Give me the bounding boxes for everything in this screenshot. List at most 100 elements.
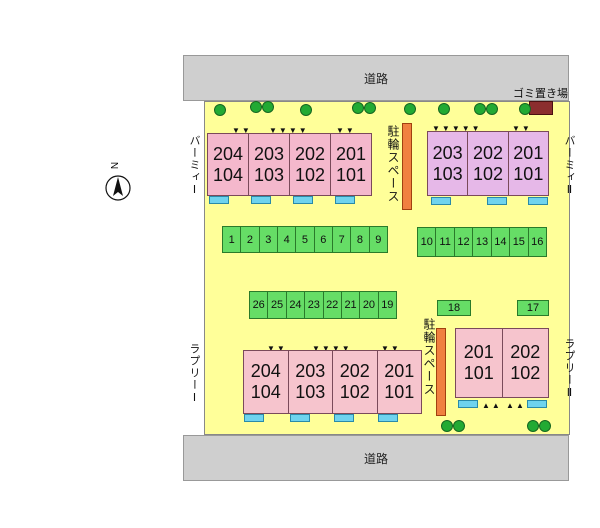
unit-lower: 104: [212, 164, 244, 185]
label-bamii-2: バーミィⅡ: [563, 135, 575, 197]
unit-upper: 204: [250, 361, 281, 381]
parking-space: 3: [259, 227, 278, 252]
ac-unit: [431, 197, 451, 205]
ac-unit: [378, 414, 398, 422]
road-bottom-label: 道路: [363, 451, 388, 466]
ac-unit: [244, 414, 264, 422]
tree: [352, 102, 364, 114]
unit-upper: 204: [212, 143, 244, 164]
unit-lower: 102: [472, 163, 504, 184]
parking-space: 13: [473, 228, 492, 256]
entrance-marks: ▼▼▼▼: [269, 126, 309, 135]
road-top: 道路: [183, 55, 569, 101]
tree: [300, 104, 312, 116]
unit-lower: 102: [339, 382, 370, 402]
parking-space: 9: [369, 227, 387, 252]
unit-lower: 103: [253, 164, 285, 185]
unit-lower: 103: [295, 382, 326, 402]
parking-space: 6: [314, 227, 333, 252]
parking-row-b: 10 11 12 13 14 15 16: [417, 227, 547, 257]
parking-space: 1: [223, 227, 242, 252]
parking-space: 15: [510, 228, 529, 256]
label-bamii-1: バーミィⅠ: [188, 135, 200, 197]
bike-label-top: 駐輪スペース: [386, 125, 400, 203]
parking-space: 23: [305, 292, 324, 318]
parking-space-17: 17: [517, 300, 549, 316]
compass-label: N: [110, 161, 122, 170]
tree: [539, 420, 551, 432]
unit-upper: 203: [432, 142, 463, 163]
unit-upper: 202: [510, 342, 541, 362]
entrance-marks: ▼▼: [381, 344, 401, 353]
tree: [364, 102, 376, 114]
tree: [527, 420, 539, 432]
parking-space: 26: [250, 292, 269, 318]
parking-row-a: 1 2 3 4 5 6 7 8 9: [222, 226, 388, 253]
tree: [441, 420, 453, 432]
ac-unit: [528, 197, 548, 205]
ac-unit: [527, 400, 547, 408]
ac-unit: [487, 197, 507, 205]
entrance-marks: ▼▼▼▼: [312, 344, 352, 353]
ac-unit: [335, 196, 355, 204]
trash-area: [529, 101, 553, 115]
bike-label-bottom: 駐輪スペース: [422, 318, 436, 396]
tree: [214, 104, 226, 116]
parking-space: 5: [296, 227, 315, 252]
road-bottom: 道路: [183, 435, 569, 481]
ac-unit: [293, 196, 313, 204]
unit-upper: 201: [513, 142, 544, 163]
north-arrow-icon: [105, 175, 131, 201]
parking-row-c: 26 25 24 23 22 21 20 19: [249, 291, 397, 319]
tree: [404, 103, 416, 115]
ac-unit: [209, 196, 229, 204]
parking-space: 22: [323, 292, 342, 318]
compass: N: [104, 160, 132, 206]
parking-space-18: 18: [437, 300, 471, 316]
unit-upper: 202: [294, 143, 326, 164]
bike-space-top: [402, 123, 412, 210]
parking-space: 2: [241, 227, 260, 252]
unit-upper: 201: [384, 361, 415, 381]
ac-unit: [458, 400, 478, 408]
parking-space: 12: [454, 228, 474, 256]
parking-space: 7: [332, 227, 352, 252]
tree: [474, 103, 486, 115]
parking-space: 11: [436, 228, 455, 256]
unit-lower: 104: [250, 382, 281, 402]
unit-upper: 201: [335, 143, 367, 164]
entrance-marks: ▼▼: [336, 126, 356, 135]
tree: [486, 103, 498, 115]
ac-unit: [290, 414, 310, 422]
parking-space: 4: [277, 227, 297, 252]
bike-space-bottom: [436, 328, 446, 416]
ac-unit: [334, 414, 354, 422]
entrance-marks: ▼▼: [267, 344, 287, 353]
unit-lower: 101: [384, 382, 415, 402]
tree: [438, 103, 450, 115]
entrance-marks: ▼▼▼▼▼: [432, 124, 482, 133]
unit-upper: 202: [472, 142, 504, 163]
ac-unit: [251, 196, 271, 204]
parking-space: 20: [360, 292, 379, 318]
unit-lower: 101: [513, 163, 544, 184]
unit-upper: 201: [463, 342, 494, 362]
parking-space: 24: [286, 292, 306, 318]
unit-lower: 101: [463, 363, 494, 383]
entrance-marks: ▼▼: [512, 124, 532, 133]
road-top-label: 道路: [363, 71, 388, 86]
parking-space: 16: [528, 228, 546, 256]
